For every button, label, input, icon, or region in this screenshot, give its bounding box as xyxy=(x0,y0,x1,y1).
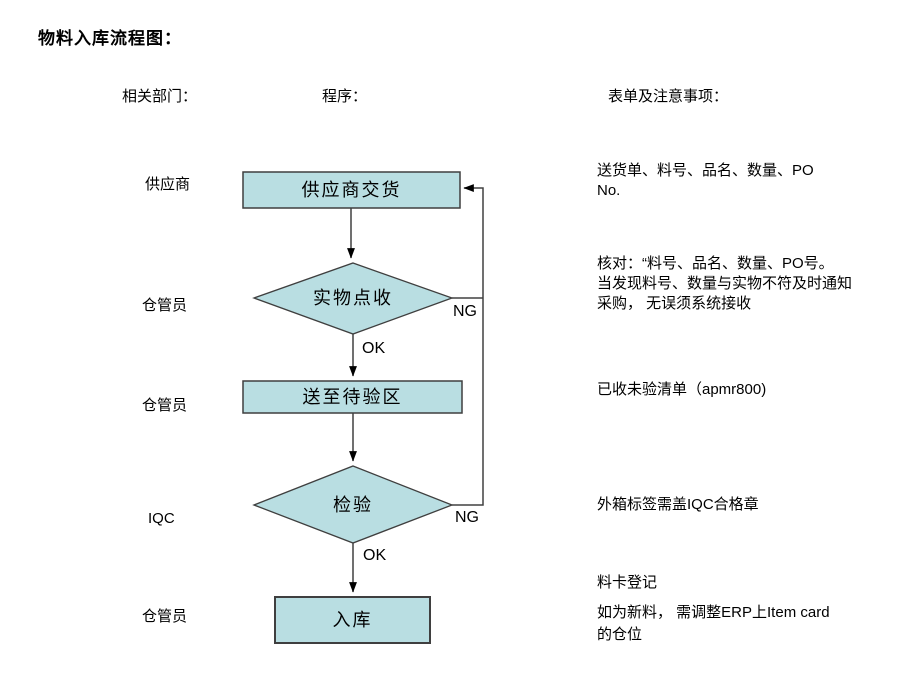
note-iqc-stamp: 外箱标签需盖IQC合格章 xyxy=(597,496,759,513)
note-delivery: 送货单、料号、品名、数量、PO No. xyxy=(597,161,814,201)
flow-box-supplier-delivery-label: 供应商交货 xyxy=(301,180,402,200)
note-delivery-line1: 送货单、料号、品名、数量、PO xyxy=(597,162,814,179)
dept-label-warehouse-keeper-3: 仓管员 xyxy=(142,608,188,625)
note-new-item-line1: 如为新料， 需调整ERP上Item card xyxy=(597,604,830,621)
note-received-list: 已收未验清单（apmr800) xyxy=(597,381,767,398)
note-check-line1: 核对：“料号、品名、数量、PO号。 xyxy=(597,255,834,272)
dept-label-warehouse-keeper-2: 仓管员 xyxy=(142,397,188,414)
column-header-departments: 相关部门： xyxy=(122,88,198,105)
flow-box-stock-in xyxy=(274,596,431,644)
page-title: 物料入库流程图： xyxy=(38,29,182,48)
note-check: 核对：“料号、品名、数量、PO号。 当发现料号、数量与实物不符及时通知 采购， … xyxy=(597,254,852,314)
flow-box-stock-in-label: 入库 xyxy=(332,610,373,630)
dept-label-iqc: IQC xyxy=(148,510,175,527)
branch-label-ok-1: OK xyxy=(362,340,386,357)
flow-box-supplier-delivery xyxy=(242,171,461,209)
branch-label-ng-2: NG xyxy=(455,509,479,526)
column-header-notes: 表单及注意事项： xyxy=(608,88,729,105)
branch-label-ng-1: NG xyxy=(453,303,477,320)
column-header-procedure: 程序： xyxy=(322,88,368,105)
branch-label-ok-2: OK xyxy=(363,547,387,564)
note-new-item-line2: 的仓位 xyxy=(597,626,643,643)
note-check-line3: 采购， 无误须系统接收 xyxy=(597,295,752,312)
flow-box-holding-area-label: 送至待验区 xyxy=(302,387,403,407)
connector-ng-feedback-to-delivery xyxy=(452,184,484,506)
dept-label-warehouse-keeper-1: 仓管员 xyxy=(142,297,188,314)
decision-inspection-label: 检验 xyxy=(333,495,373,515)
dept-label-supplier: 供应商 xyxy=(145,176,191,193)
note-new-item: 如为新料， 需调整ERP上Item card 的仓位 xyxy=(597,602,830,646)
decision-physical-check-label: 实物点收 xyxy=(313,288,393,308)
decision-physical-check xyxy=(252,262,454,335)
flow-box-holding-area xyxy=(242,380,463,414)
decision-inspection xyxy=(252,465,454,544)
note-check-line2: 当发现料号、数量与实物不符及时通知 xyxy=(597,275,853,292)
note-delivery-line2: No. xyxy=(597,182,621,199)
note-card-register: 料卡登记 xyxy=(597,574,658,591)
